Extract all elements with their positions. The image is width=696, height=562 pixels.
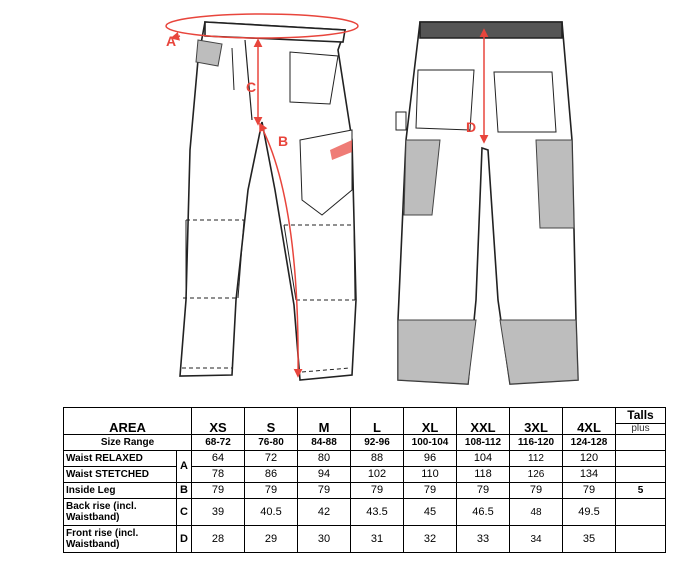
value-cell: 79: [456, 482, 510, 499]
value-cell: 134: [562, 466, 616, 483]
value-cell: 94: [297, 466, 351, 483]
header-row: AREA XS S M L XL XXL 3XL 4XL Talls: [63, 407, 666, 435]
size-header: L: [350, 407, 404, 435]
inside-leg-measure-b: [259, 122, 303, 378]
measurement-lines: [165, 13, 489, 378]
table-row: Back rise (incl. Waistband) C 39 40.5 42…: [63, 498, 666, 526]
value-cell: 45: [403, 498, 457, 526]
label-b: B: [278, 133, 288, 149]
value-cell: 79: [509, 482, 563, 499]
value-cell: 39: [191, 498, 245, 526]
size-header: XL: [403, 407, 457, 435]
row-code: A: [176, 450, 192, 483]
value-cell: 33: [456, 525, 510, 553]
value-cell: 96: [403, 450, 457, 467]
row-code: D: [176, 525, 192, 553]
size-header: S: [244, 407, 298, 435]
value-cell: 30: [297, 525, 351, 553]
talls-cell: 5: [615, 482, 666, 499]
back-view: [395, 21, 579, 385]
value-cell: 112: [509, 450, 563, 467]
waist-measure-a: [165, 13, 359, 39]
value-cell: 31: [350, 525, 404, 553]
value-cell: 86: [244, 466, 298, 483]
size-range-cell: 124-128: [562, 434, 616, 451]
talls-cell: [615, 434, 666, 451]
size-header: M: [297, 407, 351, 435]
value-cell: 40.5: [244, 498, 298, 526]
value-cell: 126: [509, 466, 563, 483]
talls-cell: [615, 450, 666, 467]
size-range-cell: 92-96: [350, 434, 404, 451]
label-d: D: [466, 119, 476, 135]
value-cell: 79: [562, 482, 616, 499]
size-range-cell: 108-112: [456, 434, 510, 451]
size-header: XXL: [456, 407, 510, 435]
table-row: Inside Leg B 79 79 79 79 79 79 79 79 5: [63, 482, 666, 499]
value-cell: 34: [509, 525, 563, 553]
size-range-label: Size Range: [63, 434, 192, 451]
size-range-cell: 116-120: [509, 434, 563, 451]
value-cell: 64: [191, 450, 245, 467]
value-cell: 79: [297, 482, 351, 499]
value-cell: 32: [403, 525, 457, 553]
value-cell: 42: [297, 498, 351, 526]
talls-header: Talls: [615, 407, 666, 424]
value-cell: 102: [350, 466, 404, 483]
value-cell: 49.5: [562, 498, 616, 526]
value-cell: 48: [509, 498, 563, 526]
area-header: AREA: [63, 407, 192, 435]
value-cell: 120: [562, 450, 616, 467]
value-cell: 80: [297, 450, 351, 467]
talls-cell: [615, 498, 666, 526]
value-cell: 110: [403, 466, 457, 483]
row-label: Inside Leg: [63, 482, 177, 499]
size-range-row: Size Range 68-72 76-80 84-88 92-96 100-1…: [63, 434, 666, 451]
label-c: C: [246, 79, 256, 95]
size-range-cell: 68-72: [191, 434, 245, 451]
value-cell: 79: [350, 482, 404, 499]
talls-subheader: plus: [615, 423, 666, 435]
table-row: Front rise (incl. Waistband) D 28 29 30 …: [63, 525, 666, 553]
value-cell: 118: [456, 466, 510, 483]
talls-cell: [615, 466, 666, 483]
waist-arrow-a: [170, 31, 181, 41]
size-header: 3XL: [509, 407, 563, 435]
table-row: Waist RELAXED A 64 72 80 88 96 104 112 1…: [63, 450, 666, 483]
value-cell: 35: [562, 525, 616, 553]
row-code: C: [176, 498, 192, 526]
value-cell: 79: [244, 482, 298, 499]
value-cell: 104: [456, 450, 510, 467]
value-cell: 43.5: [350, 498, 404, 526]
row-label: Waist RELAXED: [63, 450, 177, 467]
row-label: Waist STETCHED: [63, 466, 177, 483]
value-cell: 72: [244, 450, 298, 467]
row-label: Front rise (incl. Waistband): [63, 525, 177, 553]
value-cell: 88: [350, 450, 404, 467]
row-code: B: [176, 482, 192, 499]
value-cell: 78: [191, 466, 245, 483]
size-header: 4XL: [562, 407, 616, 435]
size-chart-table: AREA XS S M L XL XXL 3XL 4XL Talls plus …: [63, 407, 666, 553]
trouser-technical-drawing: A C B D: [165, 13, 579, 385]
value-cell: 79: [403, 482, 457, 499]
value-cell: 79: [191, 482, 245, 499]
size-range-cell: 84-88: [297, 434, 351, 451]
table-row: Waist STETCHED 78 86 94 102 110 118 126 …: [63, 466, 666, 483]
size-range-cell: 76-80: [244, 434, 298, 451]
front-view: [179, 21, 357, 381]
value-cell: 46.5: [456, 498, 510, 526]
size-chart-body: AREA XS S M L XL XXL 3XL 4XL Talls plus …: [63, 407, 666, 553]
size-range-cell: 100-104: [403, 434, 457, 451]
label-a: A: [166, 33, 176, 49]
row-label: Back rise (incl. Waistband): [63, 498, 177, 526]
value-cell: 28: [191, 525, 245, 553]
value-cell: 29: [244, 525, 298, 553]
talls-cell: [615, 525, 666, 553]
size-header: XS: [191, 407, 245, 435]
